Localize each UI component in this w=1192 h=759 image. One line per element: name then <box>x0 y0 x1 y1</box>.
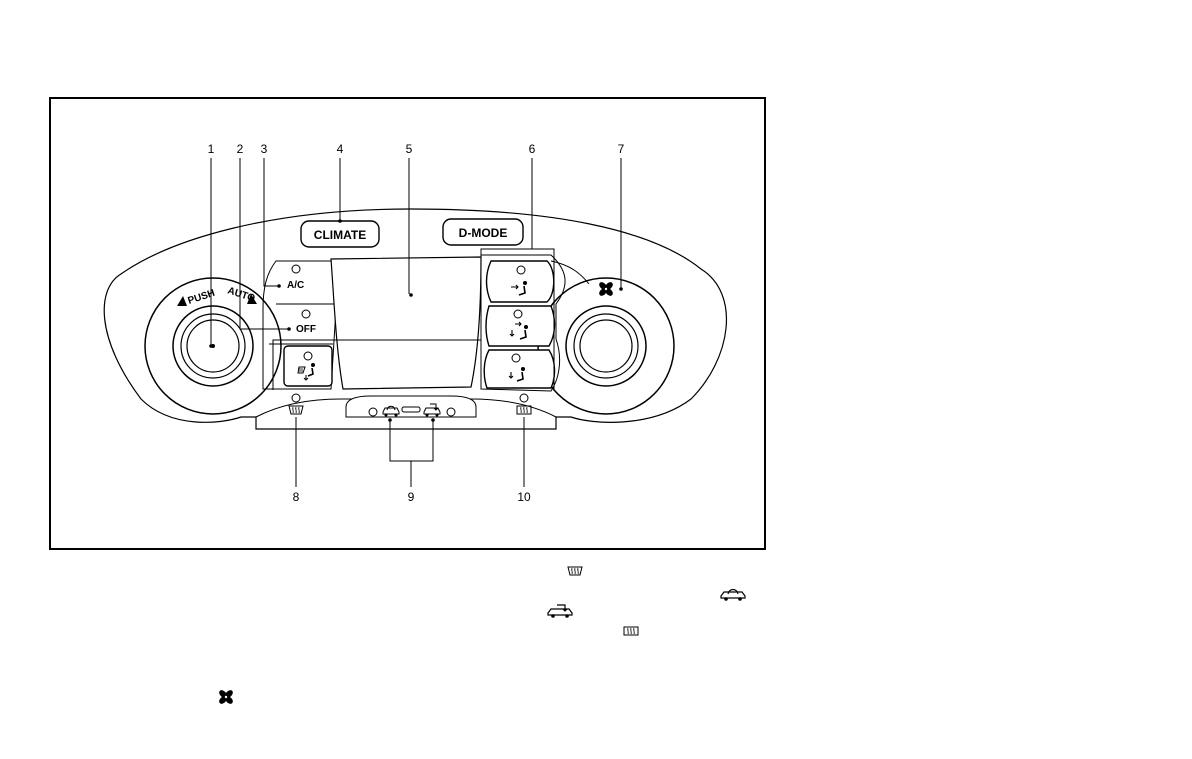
front-defroster-icon <box>566 565 584 577</box>
callout-9: 9 <box>408 490 415 504</box>
outside-air-icon <box>546 604 574 618</box>
display-center-dot <box>409 293 413 297</box>
rear-defrost-indicator-light <box>520 394 528 402</box>
callout-2: 2 <box>237 142 244 156</box>
callout-4: 4 <box>337 142 344 156</box>
front-defroster-indicator-light <box>304 352 312 360</box>
recirculation-indicator-light <box>369 408 377 416</box>
dmode-button[interactable]: D-MODE <box>443 219 523 245</box>
ac-indicator-light <box>292 265 300 273</box>
front-defrost-indicator-light <box>292 394 300 402</box>
off-button[interactable]: OFF <box>296 310 316 335</box>
intake-air-selector[interactable] <box>346 396 476 422</box>
dmode-label: D-MODE <box>459 226 508 240</box>
off-label: OFF <box>296 324 316 335</box>
foot-mode-button[interactable] <box>484 350 554 388</box>
fan-icon <box>218 689 234 705</box>
ac-label: A/C <box>287 280 304 291</box>
climate-control-panel-diagram: PUSH AUTO A/C OFF <box>51 99 768 552</box>
figure-frame: PUSH AUTO A/C OFF <box>49 97 766 550</box>
climate-label: CLIMATE <box>314 228 366 242</box>
callout-5: 5 <box>406 142 413 156</box>
rear-defroster-icon <box>622 625 640 637</box>
climate-button[interactable]: CLIMATE <box>301 221 379 247</box>
front-defroster-icon <box>289 406 303 414</box>
air-recirculation-icon <box>719 587 747 601</box>
vent-mode-button[interactable] <box>487 261 554 302</box>
off-indicator-light <box>302 310 310 318</box>
bi-level-mode-button[interactable] <box>486 306 555 346</box>
callout-10: 10 <box>517 490 531 504</box>
callout-1: 1 <box>208 142 215 156</box>
mode-column-edge <box>551 261 589 284</box>
vent-indicator-light <box>517 266 525 274</box>
rear-defroster-icon <box>517 406 531 414</box>
callout-6: 6 <box>529 142 536 156</box>
front-defroster-button[interactable] <box>284 346 332 386</box>
outside-air-indicator-light <box>447 408 455 416</box>
callout-8: 8 <box>293 490 300 504</box>
callout-7: 7 <box>618 142 625 156</box>
callout-3: 3 <box>261 142 268 156</box>
display-screen <box>331 257 481 389</box>
selector-slider <box>402 407 420 412</box>
ac-button[interactable]: A/C <box>287 265 304 291</box>
bi-level-indicator-light <box>514 310 522 318</box>
foot-indicator-light <box>512 354 520 362</box>
